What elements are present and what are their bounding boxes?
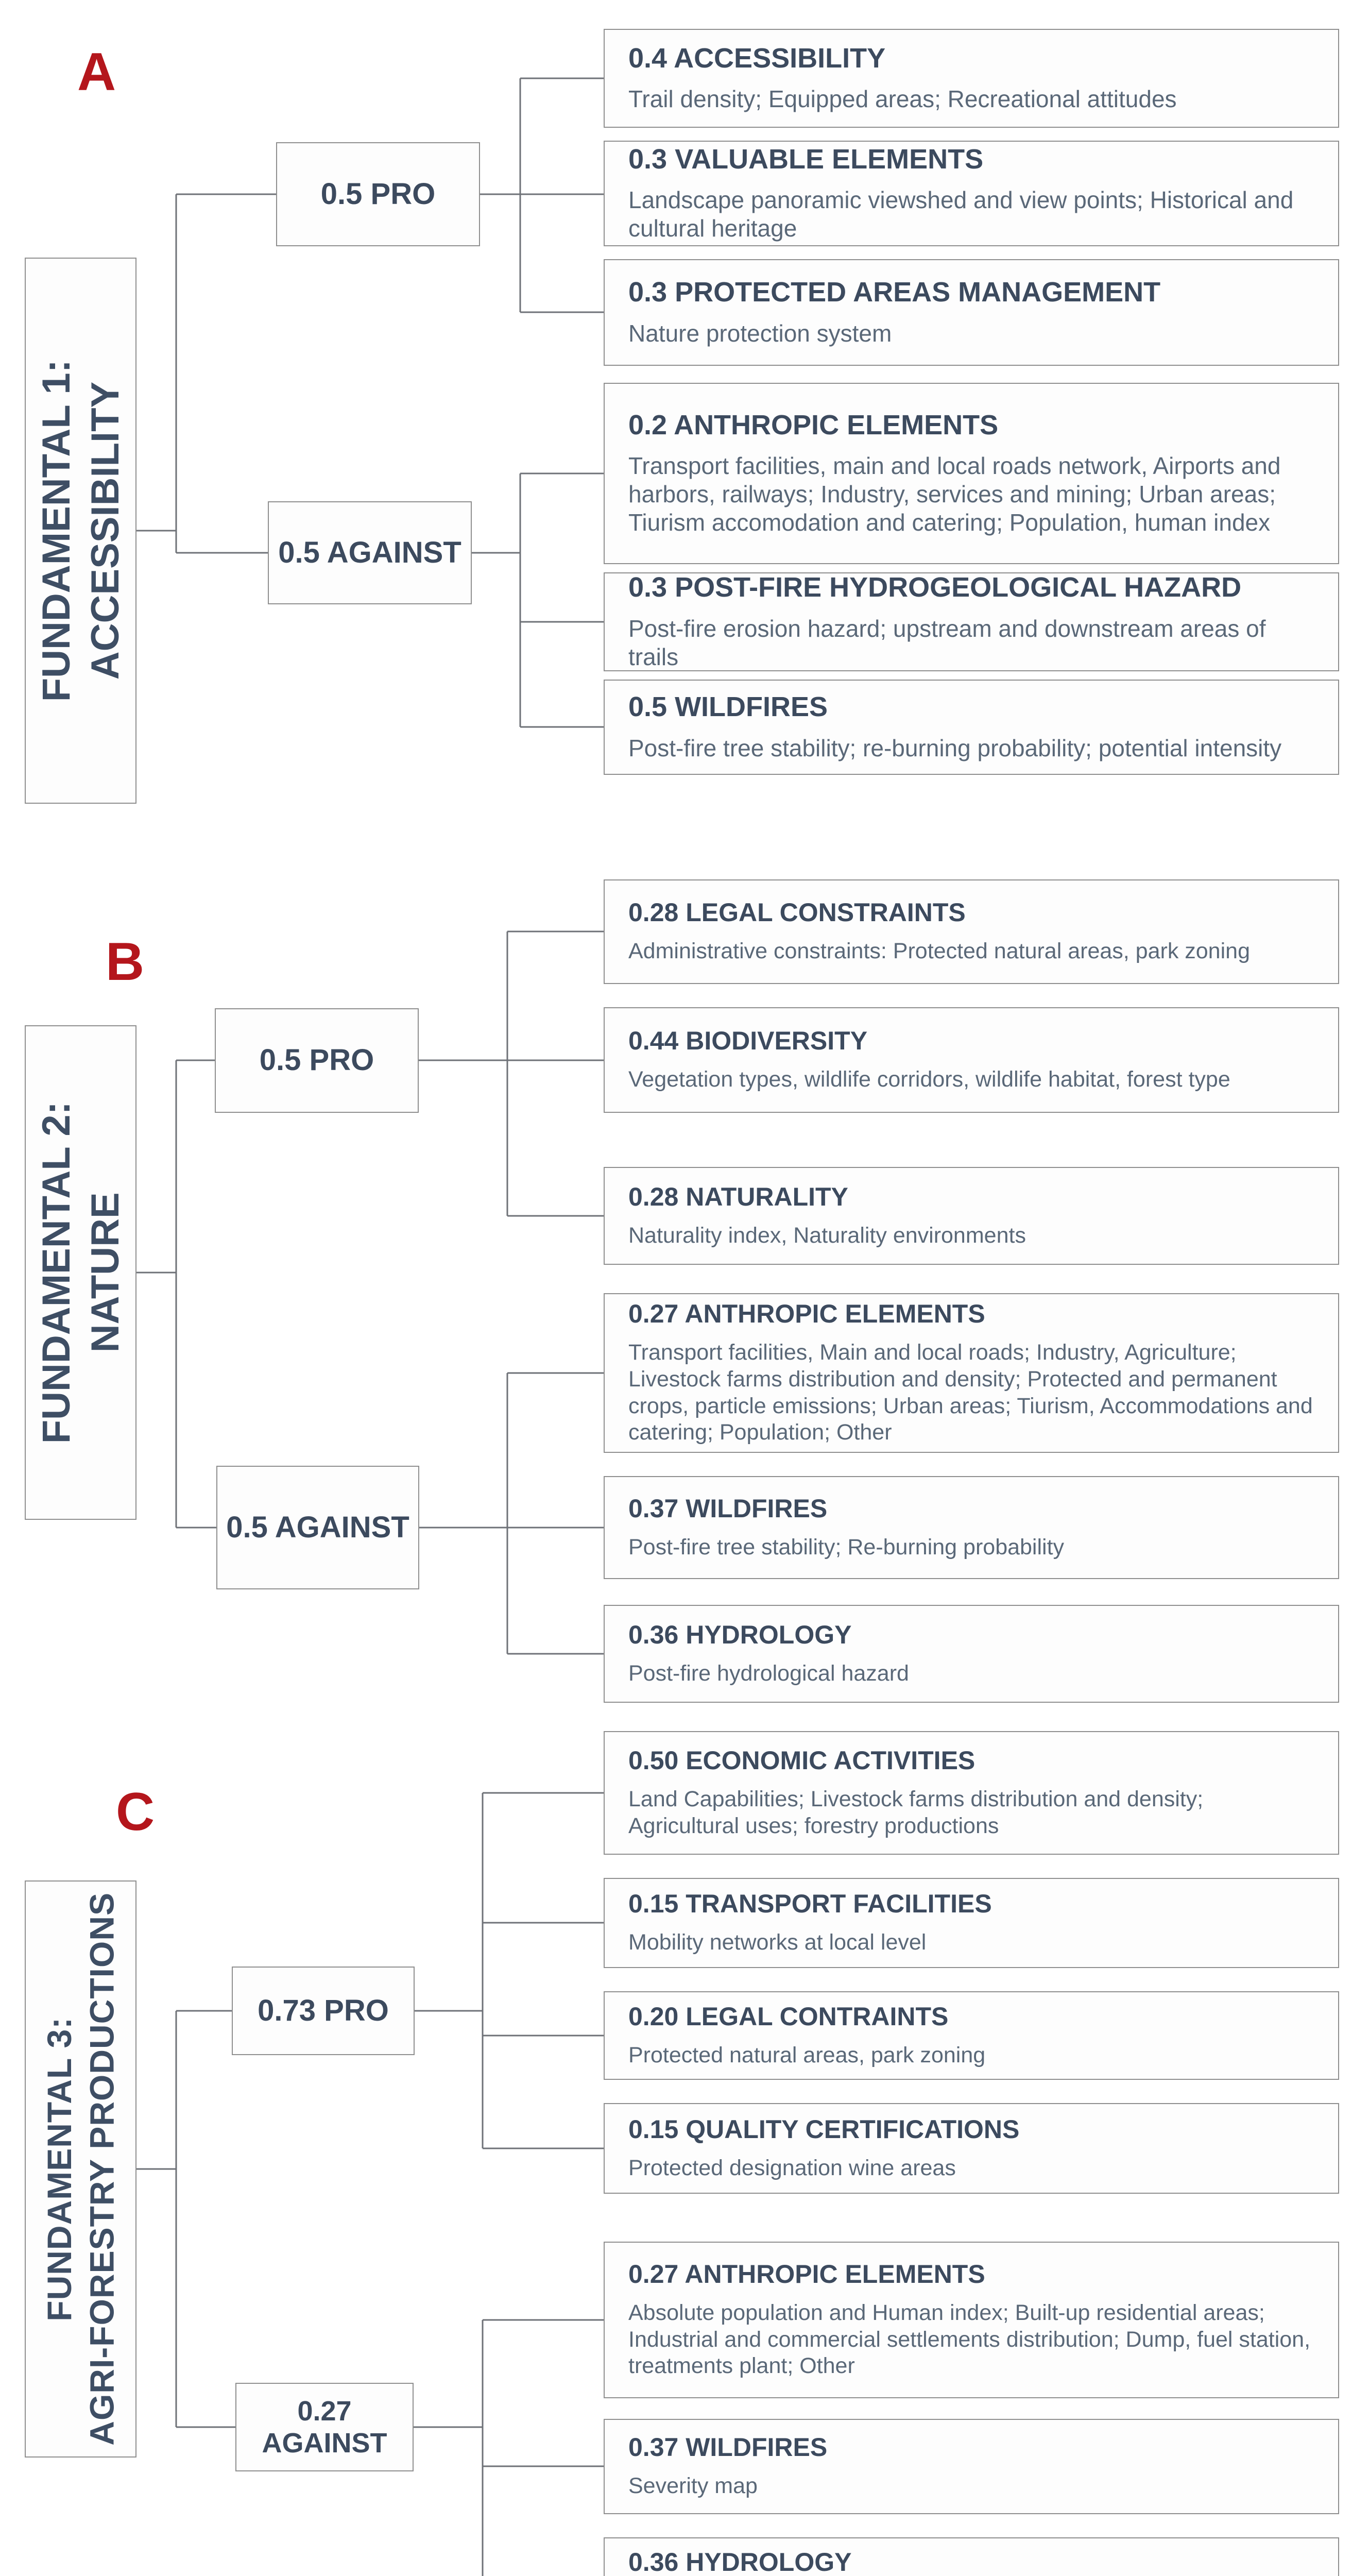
criteria-box: 0.27 ANTHROPIC ELEMENTS Absolute populat… [604, 2242, 1339, 2398]
criteria-description: Vegetation types, wildlife corridors, wi… [628, 1067, 1230, 1092]
criteria-box: 0.15 QUALITY CERTIFICATIONS Protected de… [604, 2103, 1339, 2194]
criteria-title: 0.3 POST-FIRE HYDROGEOLOGICAL HAZARD [628, 572, 1242, 603]
section-b-pro-box: 0.5 PRO [215, 1008, 419, 1113]
criteria-title: 0.15 TRANSPORT FACILITIES [628, 1889, 992, 1919]
criteria-title: 0.36 HYDROLOGY [628, 2547, 852, 2576]
criteria-title: 0.2 ANTHROPIC ELEMENTS [628, 409, 999, 440]
fundamental-2-line1: FUNDAMENTAL 2: [34, 1101, 78, 1444]
criteria-box: 0.36 HYDROLOGY Post-fire hydrological ha… [604, 1605, 1339, 1703]
criteria-title: 0.27 ANTHROPIC ELEMENTS [628, 1299, 985, 1329]
criteria-box: 0.36 HYDROLOGY Hydrological hazard [604, 2537, 1339, 2576]
criteria-description: Post-fire erosion hazard; upstream and d… [628, 615, 1266, 670]
fundamental-3-label-box: FUNDAMENTAL 3: AGRI-FORESTRY PRODUCTIONS [25, 1880, 136, 2458]
criteria-title: 0.28 NATURALITY [628, 1182, 848, 1211]
section-c-letter: C [116, 1782, 155, 1842]
criteria-description: Protected designation wine areas [628, 2155, 956, 2180]
criteria-box: 0.5 WILDFIRES Post-fire tree stability; … [604, 680, 1339, 775]
section-a-letter: A [77, 42, 116, 102]
fundamental-1-line1: FUNDAMENTAL 1: [34, 359, 78, 702]
criteria-box: 0.50 ECONOMIC ACTIVITIES Land Capabiliti… [604, 1731, 1339, 1855]
criteria-title: 0.3 VALUABLE ELEMENTS [628, 143, 984, 175]
criteria-box: 0.3 VALUABLE ELEMENTS Landscape panorami… [604, 141, 1339, 246]
criteria-description: Transport facilities, Main and local roa… [628, 1340, 1313, 1445]
section-a-pro-box: 0.5 PRO [276, 142, 480, 246]
criteria-description: Post-fire hydrological hazard [628, 1660, 909, 1686]
criteria-description: Absolute population and Human index; Bui… [628, 2300, 1311, 2379]
fundamental-1-label-box: FUNDAMENTAL 1: ACCESSIBILITY [25, 258, 136, 804]
criteria-description: Landscape panoramic viewshed and view po… [628, 187, 1294, 242]
criteria-title: 0.28 LEGAL CONSTRAINTS [628, 898, 966, 927]
criteria-description: Protected natural areas, park zoning [628, 2042, 986, 2067]
criteria-box: 0.15 TRANSPORT FACILITIES Mobility netwo… [604, 1878, 1339, 1968]
criteria-description: Nature protection system [628, 319, 892, 347]
section-b-against-box: 0.5 AGAINST [216, 1466, 419, 1589]
connector-section-a [136, 77, 604, 728]
criteria-description: Naturality index, Naturality environment… [628, 1223, 1026, 1248]
criteria-box: 0.4 ACCESSIBILITY Trail density; Equippe… [604, 29, 1339, 128]
criteria-box: 0.44 BIODIVERSITY Vegetation types, wild… [604, 1007, 1339, 1113]
criteria-title: 0.5 WILDFIRES [628, 691, 828, 723]
criteria-description: Post-fire tree stability; Re-burning pro… [628, 1534, 1065, 1560]
connector-section-b [136, 930, 604, 1655]
criteria-title: 0.44 BIODIVERSITY [628, 1026, 868, 1056]
criteria-box: 0.3 PROTECTED AREAS MANAGEMENT Nature pr… [604, 259, 1339, 366]
criteria-description: Transport facilities, main and local roa… [628, 452, 1281, 536]
criteria-box: 0.28 LEGAL CONSTRAINTS Administrative co… [604, 879, 1339, 984]
criteria-title: 0.3 PROTECTED AREAS MANAGEMENT [628, 277, 1161, 308]
section-c-against-box: 0.27 AGAINST [235, 2383, 414, 2471]
criteria-description: Severity map [628, 2473, 758, 2499]
criteria-title: 0.15 QUALITY CERTIFICATIONS [628, 2114, 1020, 2144]
fundamental-2-label: FUNDAMENTAL 2: NATURE [32, 1101, 130, 1444]
criteria-title: 0.37 WILDFIRES [628, 2433, 828, 2462]
criteria-description: Post-fire tree stability; re-burning pro… [628, 734, 1282, 761]
criteria-box: 0.37 WILDFIRES Post-fire tree stability;… [604, 1476, 1339, 1579]
connector-section-c [136, 1792, 604, 2576]
criteria-description: Land Capabilities; Livestock farms distr… [628, 1786, 1204, 1838]
section-c-pro-box: 0.73 PRO [232, 1967, 415, 2055]
criteria-title: 0.50 ECONOMIC ACTIVITIES [628, 1745, 976, 1775]
fundamental-3-label: FUNDAMENTAL 3: AGRI-FORESTRY PRODUCTIONS [38, 1892, 123, 2446]
fundamental-3-line1: FUNDAMENTAL 3: [40, 2016, 78, 2321]
criteria-box: 0.2 ANTHROPIC ELEMENTS Transport facilit… [604, 383, 1339, 564]
section-b-letter: B [106, 932, 145, 992]
section-a-against-box: 0.5 AGAINST [268, 501, 472, 604]
fundamental-3-line2: AGRI-FORESTRY PRODUCTIONS [82, 1892, 121, 2446]
criteria-title: 0.4 ACCESSIBILITY [628, 42, 886, 74]
criteria-box: 0.37 WILDFIRES Severity map [604, 2419, 1339, 2514]
fundamental-2-label-box: FUNDAMENTAL 2: NATURE [25, 1025, 136, 1520]
fundamental-1-line2: ACCESSIBILITY [83, 381, 127, 680]
criteria-title: 0.20 LEGAL CONTRAINTS [628, 2002, 949, 2031]
fundamental-1-label: FUNDAMENTAL 1: ACCESSIBILITY [32, 360, 130, 702]
criteria-title: 0.27 ANTHROPIC ELEMENTS [628, 2260, 985, 2289]
criteria-box: 0.28 NATURALITY Naturality index, Natura… [604, 1167, 1339, 1265]
criteria-description: Trail density; Equipped areas; Recreatio… [628, 86, 1177, 113]
criteria-description: Mobility networks at local level [628, 1930, 927, 1955]
criteria-box: 0.27 ANTHROPIC ELEMENTS Transport facili… [604, 1293, 1339, 1453]
criteria-description: Administrative constraints: Protected na… [628, 939, 1250, 964]
fundamental-2-line2: NATURE [83, 1192, 127, 1353]
criteria-title: 0.37 WILDFIRES [628, 1494, 828, 1523]
criteria-box: 0.20 LEGAL CONTRAINTS Protected natural … [604, 1991, 1339, 2080]
criteria-title: 0.36 HYDROLOGY [628, 1620, 852, 1649]
criteria-box: 0.3 POST-FIRE HYDROGEOLOGICAL HAZARD Pos… [604, 572, 1339, 671]
